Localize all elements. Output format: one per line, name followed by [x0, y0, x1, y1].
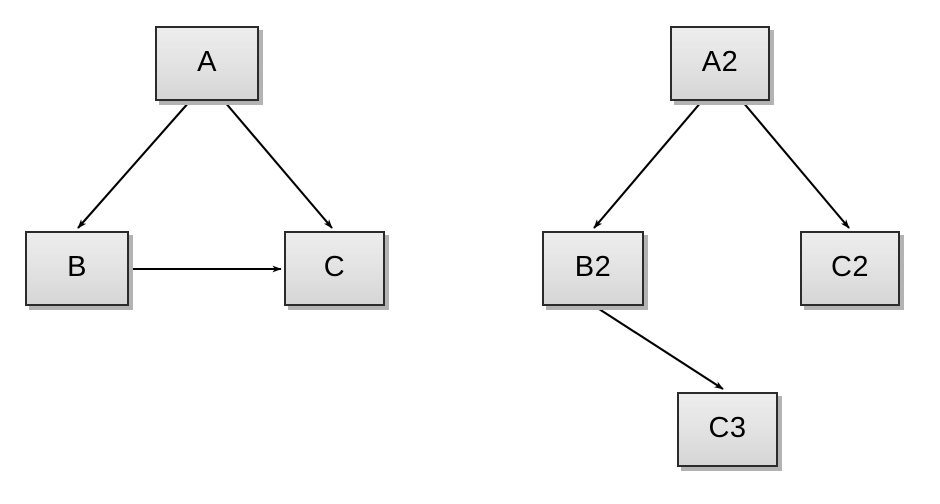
node-label-c: C: [323, 251, 346, 283]
edge-a2-to-b2: [593, 100, 703, 229]
edge-a2-to-c2: [741, 100, 850, 229]
node-label-c2: C2: [830, 251, 870, 283]
node-c2[interactable]: C2: [800, 231, 900, 306]
node-label-b2: B2: [574, 251, 612, 283]
node-b2[interactable]: B2: [542, 231, 644, 306]
node-b[interactable]: B: [25, 231, 129, 306]
edge-a-to-c: [223, 100, 333, 229]
node-label-c3: C3: [708, 412, 747, 444]
node-c3[interactable]: C3: [677, 392, 778, 467]
node-c[interactable]: C: [284, 231, 385, 306]
node-label-a2: A2: [701, 46, 739, 78]
edge-b2-to-c3: [595, 306, 724, 390]
edges-group: [77, 100, 850, 390]
node-a2[interactable]: A2: [670, 26, 770, 101]
node-a[interactable]: A: [155, 26, 259, 101]
node-label-a: A: [197, 46, 217, 78]
edge-a-to-b: [77, 100, 191, 229]
node-label-b: B: [67, 251, 87, 283]
